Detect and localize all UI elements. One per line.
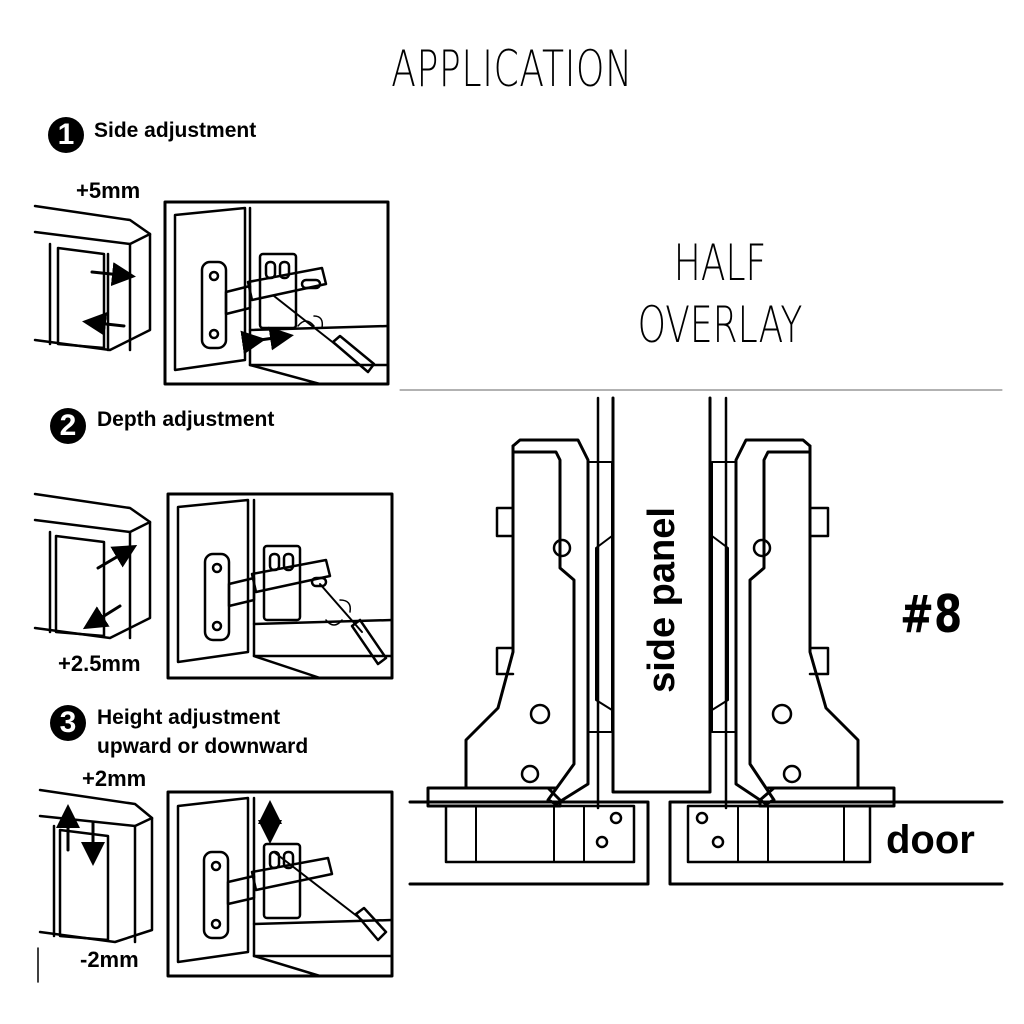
page-title: APPLICATION — [391, 40, 633, 98]
step-3-measure-top: +2mm — [82, 766, 147, 791]
model-number: #8 — [900, 585, 963, 645]
overlay-title-line2: OVERLAY — [637, 296, 803, 354]
step-1-number: 1 — [48, 117, 84, 153]
step-2-hinge-closeup — [166, 492, 394, 680]
step-1-measure: +5mm — [76, 178, 141, 203]
overlay-title-line1: HALF — [673, 234, 767, 292]
step-3-cabinet-illustration — [37, 788, 154, 983]
door-label: door — [886, 818, 975, 862]
step-3-hinge-closeup — [166, 790, 394, 978]
step-1-label: Side adjustment — [94, 119, 257, 142]
step-3-label-line2: upward or downward — [97, 735, 309, 758]
step-1-cabinet-illustration — [33, 204, 152, 352]
step-2-measure: +2.5mm — [58, 651, 141, 676]
step-2-cabinet-illustration — [33, 492, 152, 640]
step-1-hinge-closeup — [163, 200, 390, 386]
step-2-number: 2 — [50, 408, 86, 444]
step-3-number: 3 — [50, 705, 86, 741]
step-2-label: Depth adjustment — [97, 408, 275, 431]
side-panel-label: side panel — [641, 507, 683, 693]
step-3-label-line1: Height adjustment — [97, 706, 281, 729]
half-overlay-diagram: side panel — [399, 389, 1004, 886]
step-3-measure-bottom: -2mm — [80, 947, 139, 972]
